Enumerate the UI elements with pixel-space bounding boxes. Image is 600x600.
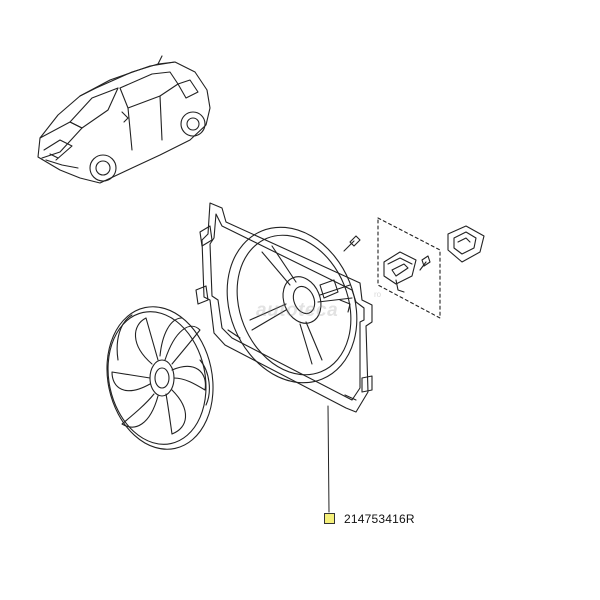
fan-shroud-illustration xyxy=(195,202,373,413)
watermark-text: autoteca xyxy=(256,300,339,321)
fan-blade-illustration xyxy=(106,306,214,450)
resistor-assembly-illustration xyxy=(377,217,485,319)
watermark-suffix: ro xyxy=(374,290,382,299)
part-number-label[interactable]: 214753416R xyxy=(344,512,415,526)
part-reference-marker xyxy=(324,513,335,524)
car-illustration xyxy=(37,55,211,184)
bolt-illustration xyxy=(343,235,361,252)
leader-line xyxy=(327,405,330,513)
